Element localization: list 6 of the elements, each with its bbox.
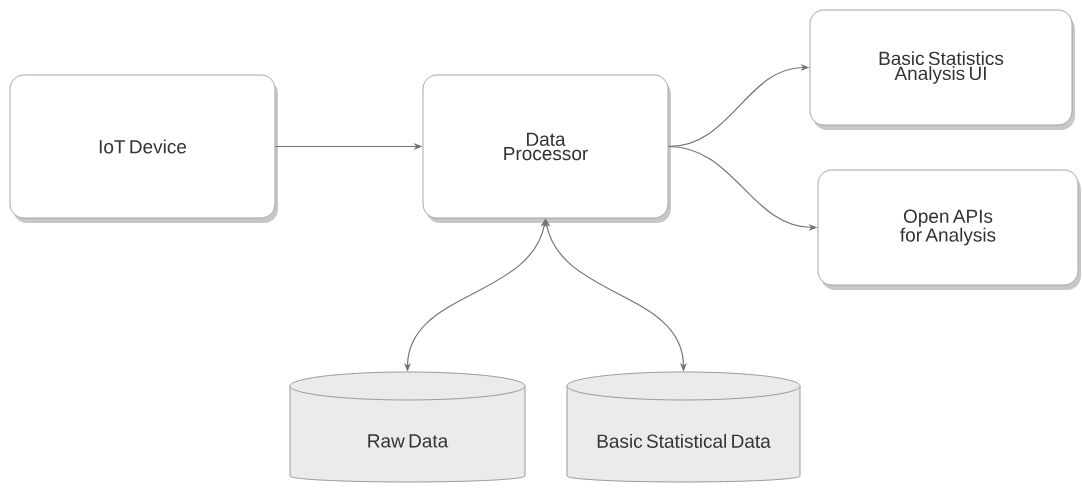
process-box: Data Processor (422, 74, 671, 223)
process-box: Open APIs for Analysis (817, 169, 1081, 290)
database-cylinder: Basic Statistical Data (566, 371, 801, 483)
process-box: IoT Device (9, 74, 278, 223)
process-box: Basic Statistics Analysis UI (809, 9, 1075, 130)
database-cylinder: Raw Data (289, 371, 526, 483)
